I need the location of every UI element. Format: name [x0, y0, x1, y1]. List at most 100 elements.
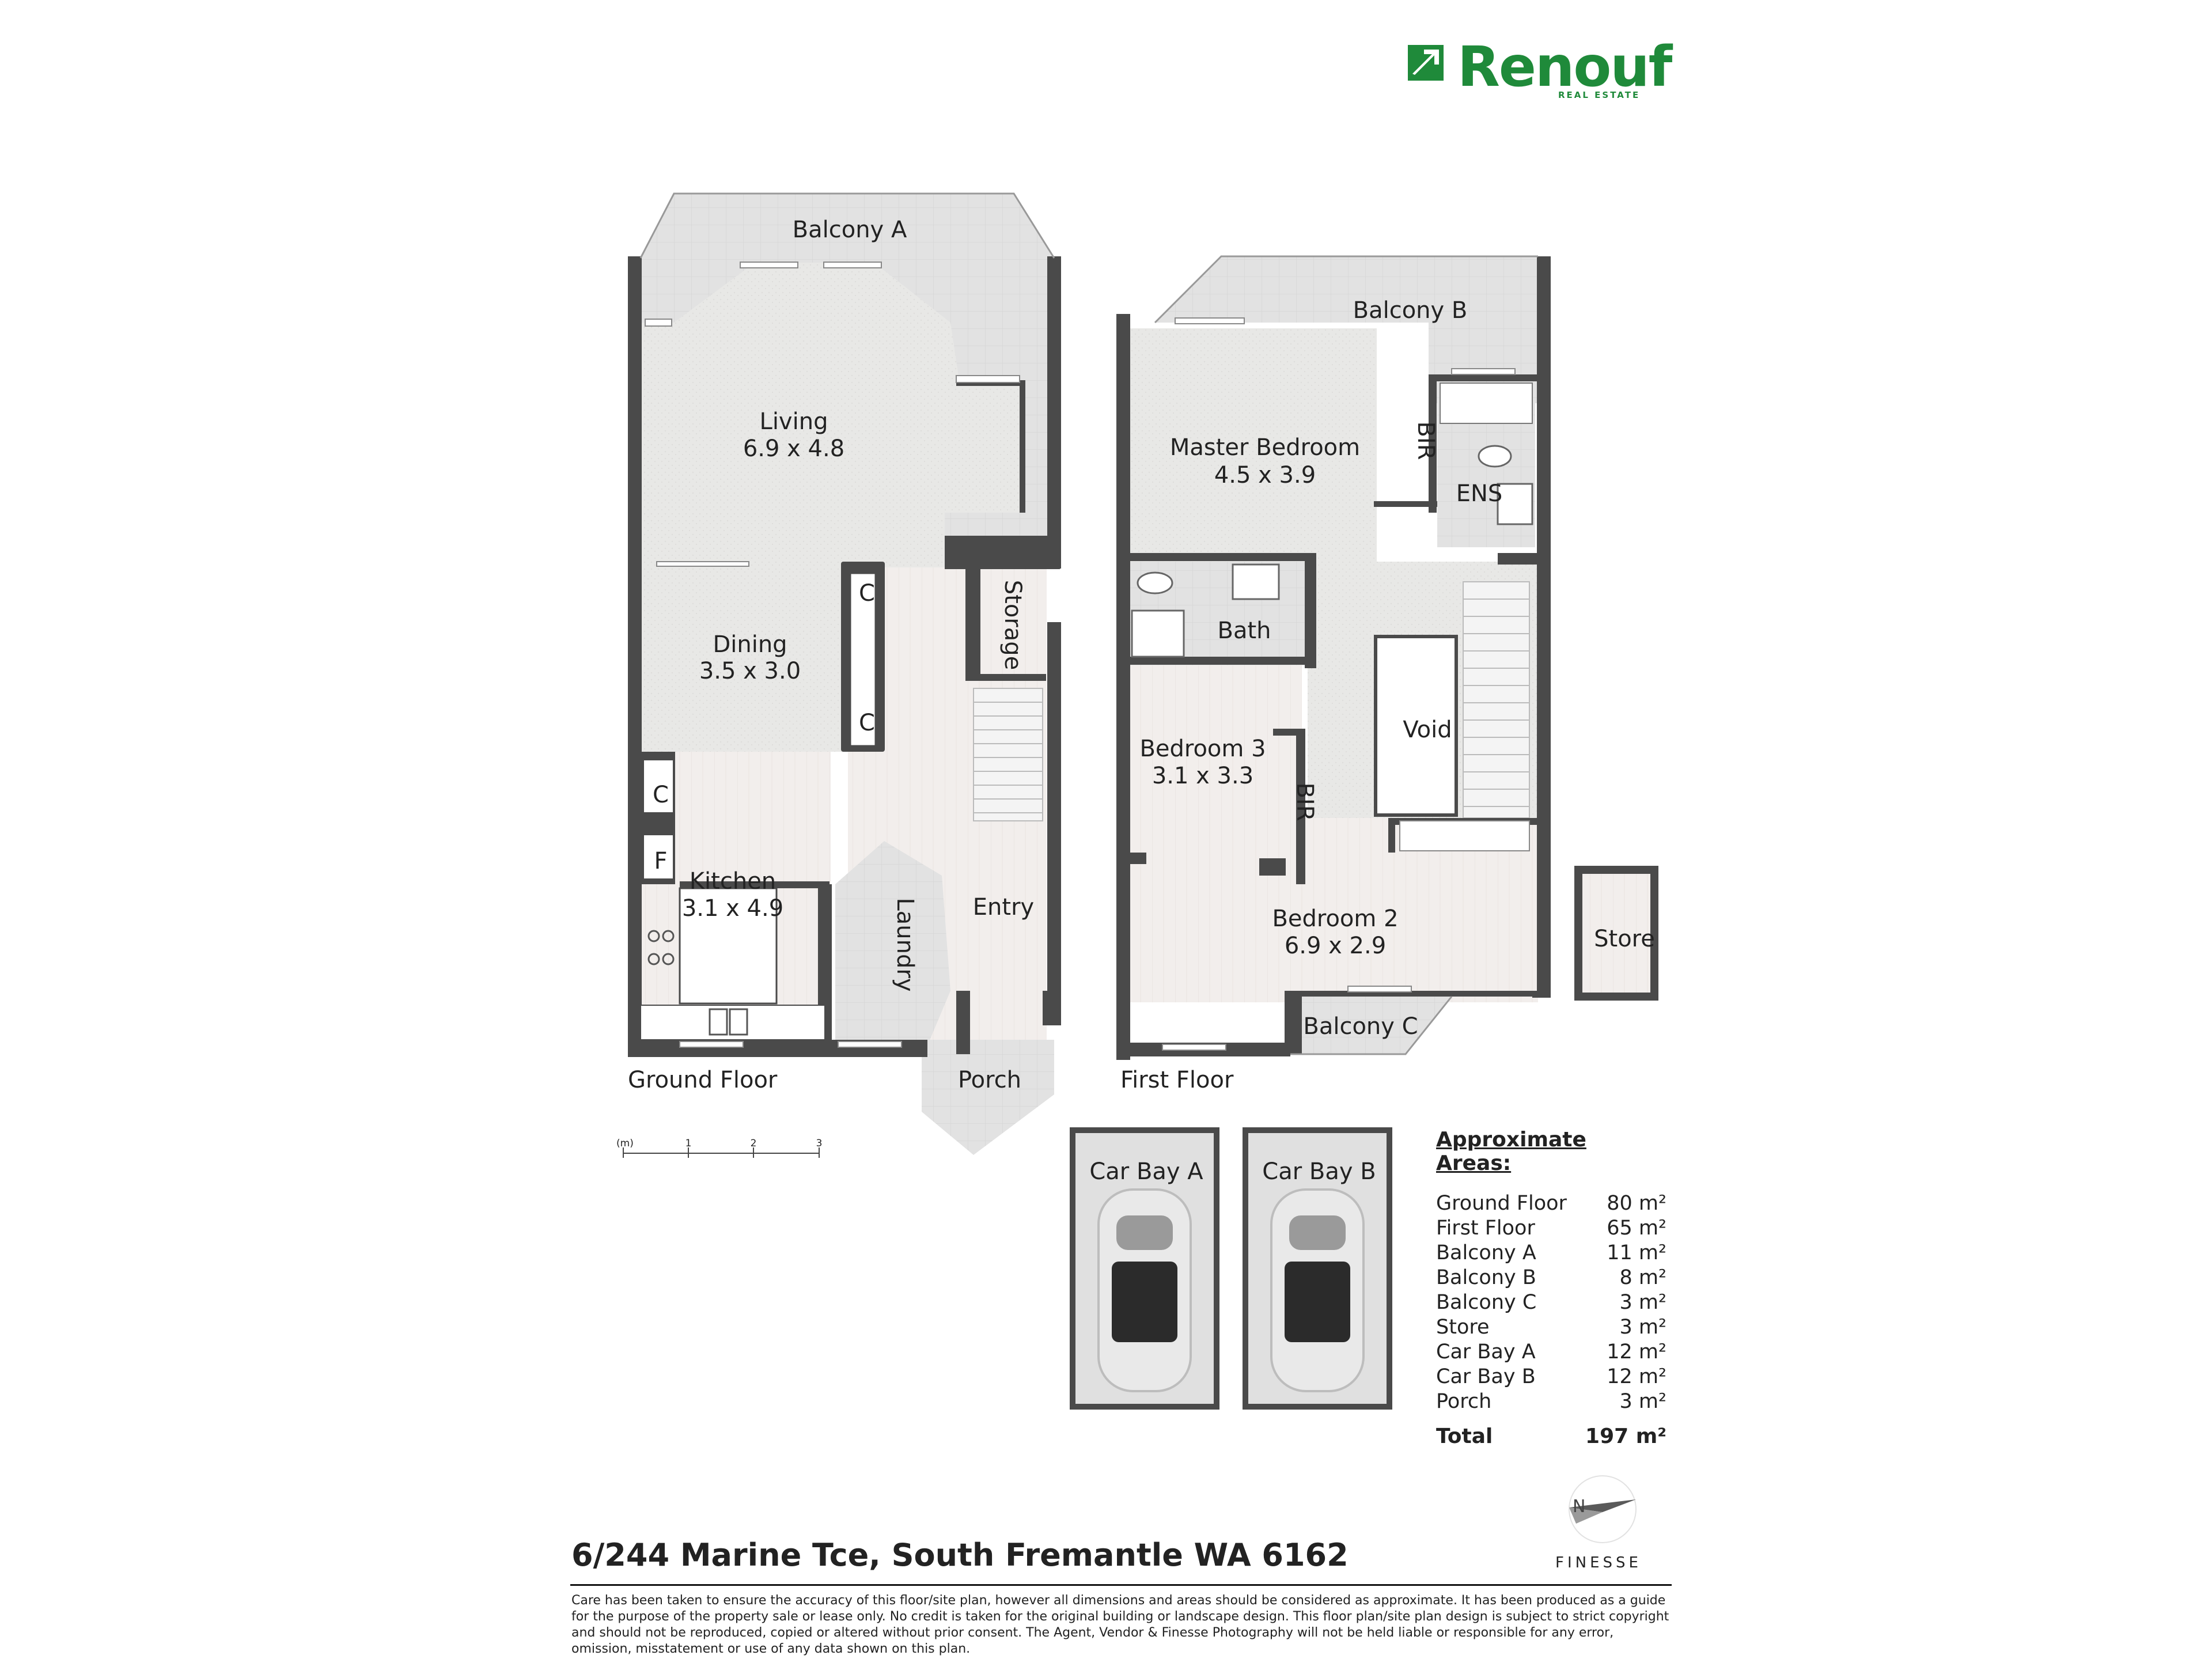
scale-unit: (m): [616, 1138, 634, 1149]
area-label: Balcony A: [1436, 1241, 1536, 1264]
label-bed3: Bedroom 3: [1139, 736, 1266, 762]
master-area: [1129, 328, 1377, 562]
label-dining: Dining: [713, 631, 787, 658]
disclaimer-text: Care has been taken to ensure the accura…: [571, 1593, 1669, 1656]
area-value: 11 m²: [1607, 1241, 1666, 1264]
label-bir-2: BIR: [1291, 782, 1318, 821]
car-bays: [1070, 1127, 1392, 1410]
area-value: 3 m²: [1619, 1316, 1666, 1339]
label-kitchen: Kitchen: [690, 868, 776, 895]
label-storage: Storage: [999, 580, 1026, 671]
ground-floor-plan: [628, 192, 1061, 1155]
divider: [570, 1584, 1672, 1586]
area-row: Store 3 m²: [1436, 1315, 1666, 1340]
first-stairs: [1463, 581, 1530, 819]
label-fridge: F: [654, 848, 667, 874]
ensuite-shower: [1440, 382, 1533, 424]
label-bed2: Bedroom 2: [1272, 906, 1398, 932]
areas-total-value: 197 m²: [1585, 1425, 1666, 1448]
area-row: Balcony B 8 m²: [1436, 1266, 1666, 1290]
area-label: Porch: [1436, 1390, 1492, 1413]
label-bir-1: BIR: [1412, 421, 1439, 460]
areas-total-label: Total: [1436, 1425, 1493, 1448]
area-label: Car Bay A: [1436, 1340, 1536, 1363]
bath-toilet-icon: [1137, 571, 1173, 594]
label-balcony-a: Balcony A: [793, 217, 907, 243]
label-first-floor: First Floor: [1120, 1067, 1234, 1093]
label-master-dim: 4.5 x 3.9: [1214, 462, 1316, 488]
area-label: Store: [1436, 1316, 1490, 1339]
balcony-b-area: [1155, 256, 1538, 403]
label-balcony-b: Balcony B: [1353, 297, 1468, 324]
bath-vanity: [1232, 563, 1280, 600]
brand-subtitle: REAL ESTATE: [1558, 90, 1641, 100]
balcony-c-area: [1290, 997, 1452, 1054]
label-kitchen-dim: 3.1 x 4.9: [682, 895, 783, 922]
photographer-credit: FINESSE: [1555, 1554, 1642, 1571]
area-value: 12 m²: [1607, 1340, 1666, 1363]
ensuite-toilet-icon: [1478, 445, 1512, 468]
label-cupboard-2: C: [859, 710, 875, 736]
area-value: 3 m²: [1619, 1390, 1666, 1413]
area-value: 65 m²: [1607, 1217, 1666, 1240]
scale-tick-3: 3: [816, 1138, 823, 1149]
sink-icon: [709, 1008, 748, 1036]
areas-total-row: Total 197 m²: [1436, 1425, 1666, 1448]
areas-heading: Approximate Areas:: [1436, 1128, 1586, 1175]
scale-tick-1: 1: [685, 1138, 692, 1149]
label-cupboard-1: C: [859, 580, 875, 607]
area-label: Car Bay B: [1436, 1365, 1536, 1388]
kitchen-island: [679, 887, 778, 1005]
label-dining-dim: 3.5 x 3.0: [699, 658, 801, 684]
label-ground-floor: Ground Floor: [628, 1067, 778, 1093]
area-row: Balcony C 3 m²: [1436, 1290, 1666, 1315]
store-box: [1574, 866, 1658, 1001]
brand-name: Renouf: [1457, 35, 1672, 99]
label-bed3-dim: 3.1 x 3.3: [1152, 763, 1253, 789]
svg-text:N: N: [1573, 1497, 1585, 1517]
area-row: First Floor 65 m²: [1436, 1216, 1666, 1241]
cooktop-icon: [647, 930, 675, 965]
scale-bar: [623, 1147, 820, 1158]
label-balcony-c: Balcony C: [1303, 1013, 1418, 1040]
area-row: Car Bay A 12 m²: [1436, 1340, 1666, 1365]
void-area: [1374, 635, 1458, 817]
label-entry: Entry: [973, 894, 1034, 921]
property-address: 6/244 Marine Tce, South Fremantle WA 616…: [571, 1537, 1349, 1573]
first-walls: [1116, 256, 1551, 1060]
area-label: Ground Floor: [1436, 1192, 1567, 1215]
area-label: Balcony C: [1436, 1291, 1537, 1314]
renouf-logo-mark: [1408, 45, 1444, 81]
area-label: Balcony B: [1436, 1266, 1536, 1289]
area-value: 12 m²: [1607, 1365, 1666, 1388]
label-living-dim: 6.9 x 4.8: [743, 435, 844, 462]
compass-icon: N: [1569, 1475, 1637, 1543]
ground-stairs: [973, 688, 1043, 821]
label-cupboard-3: C: [653, 782, 669, 808]
laundry-area: [835, 841, 950, 1046]
first-floor-plan: [1116, 255, 1658, 1060]
label-bath: Bath: [1218, 618, 1271, 644]
area-value: 3 m²: [1619, 1291, 1666, 1314]
bath-shower: [1131, 609, 1185, 658]
car-a-icon: [1097, 1188, 1192, 1392]
ensuite-vanity: [1497, 483, 1533, 525]
label-bed2-dim: 6.9 x 2.9: [1285, 933, 1386, 959]
dining-area: [641, 567, 848, 752]
scale-tick-2: 2: [751, 1138, 757, 1149]
label-living: Living: [760, 408, 828, 435]
label-master: Master Bedroom: [1170, 434, 1360, 461]
area-row: Car Bay B 12 m²: [1436, 1365, 1666, 1389]
area-row: Balcony A 11 m²: [1436, 1241, 1666, 1266]
area-value: 8 m²: [1619, 1266, 1666, 1289]
label-laundry: Laundry: [892, 897, 918, 991]
label-void: Void: [1403, 717, 1452, 743]
porch-area: [922, 1040, 1054, 1155]
area-label: First Floor: [1436, 1217, 1535, 1240]
label-car-bay-b: Car Bay B: [1262, 1158, 1376, 1185]
area-row: Porch 3 m²: [1436, 1389, 1666, 1414]
storage-area: [979, 570, 1043, 677]
